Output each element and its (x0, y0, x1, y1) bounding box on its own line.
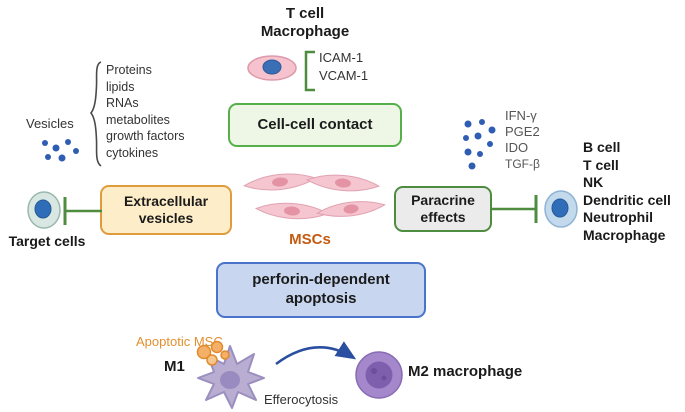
mscs-label: MSCs (289, 231, 331, 248)
paracrine-effects-box: Paracrine effects (394, 186, 492, 232)
top-cell-type-macrophage: Macrophage (260, 23, 350, 40)
paracrine-molecules-list: IFN-γ PGE2 IDO TGF-β (505, 108, 540, 172)
adhesion-molecule-vcam: VCAM-1 (319, 68, 369, 83)
target-cell-icon (27, 191, 61, 229)
immune-target-cell-icon (544, 190, 578, 228)
affected-cells-list: B cell T cell NK Dendritic cell Neutroph… (583, 139, 671, 244)
inhibition-tbar-right-icon (492, 195, 538, 223)
perforin-apoptosis-box: perforin-dependent apoptosis (216, 262, 426, 318)
vesicle-content-item: metabolites (106, 112, 170, 127)
immune-cell-icon (247, 55, 297, 81)
adhesion-molecule-icam: ICAM-1 (319, 50, 364, 65)
msc-cells-icon (242, 173, 386, 220)
affected-cell-item: Neutrophil (583, 209, 653, 225)
inhibition-bracket-icon (304, 50, 315, 92)
apoptotic-msc-label: Apoptotic MSC (136, 334, 223, 349)
m1-label: M1 (164, 358, 185, 375)
vesicle-content-item: RNAs (106, 96, 139, 110)
m2-macrophage-icon (355, 351, 403, 399)
paracrine-dots-icon (463, 119, 496, 170)
efferocytosis-label: Efferocytosis (264, 392, 339, 407)
molecule-item: IDO (505, 140, 529, 155)
vesicle-content-item: growth factors (106, 129, 185, 143)
vesicles-label: Vesicles (26, 116, 74, 131)
vesicle-dots-icon (42, 139, 79, 162)
molecule-item: PGE2 (505, 124, 540, 139)
affected-cell-item: B cell (583, 139, 621, 155)
vesicle-content-item: lipids (106, 79, 135, 94)
top-cell-type-t-cell: T cell (285, 5, 325, 22)
inhibition-tbar-left-icon (63, 197, 102, 225)
affected-cell-item: T cell (583, 156, 619, 173)
m2-macrophage-label: M2 macrophage (408, 363, 523, 380)
molecule-item: TGF-β (505, 157, 540, 171)
extracellular-vesicles-box: Extracellular vesicles (100, 185, 232, 235)
m1-macrophage-icon (196, 340, 265, 409)
affected-cell-item: Dendritic cell (583, 191, 671, 208)
affected-cell-item: NK (583, 174, 604, 190)
curved-arrow-icon (275, 341, 357, 366)
vesicle-content-item: cytokines (106, 145, 159, 160)
vesicle-contents-list: Proteins lipids RNAs metabolites growth … (106, 62, 185, 161)
cell-cell-contact-box: Cell-cell contact (228, 103, 402, 147)
curly-brace-icon (89, 61, 102, 167)
target-cells-label: Target cells (8, 233, 86, 249)
vesicle-content-item: Proteins (106, 63, 152, 77)
molecule-item: IFN-γ (505, 108, 537, 123)
affected-cell-item: Macrophage (583, 226, 666, 243)
